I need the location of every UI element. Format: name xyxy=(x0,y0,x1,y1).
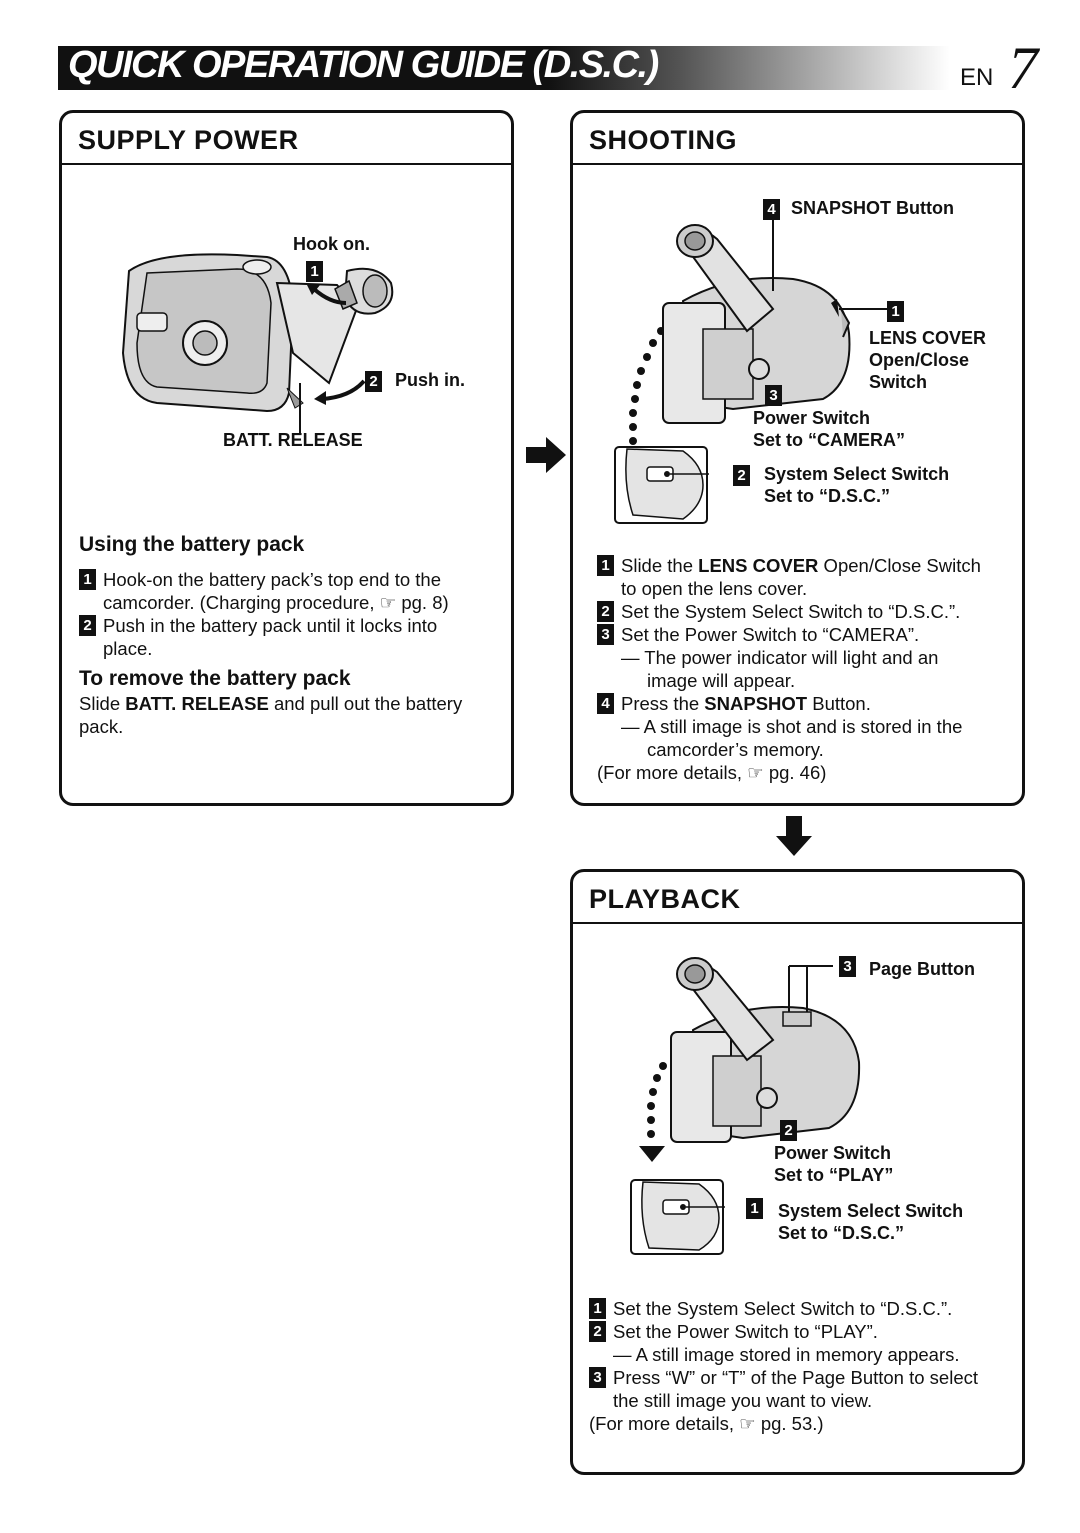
step-text-b: LENS COVER xyxy=(698,555,819,576)
step-text-a: Slide the xyxy=(621,555,699,576)
supply-steps: 1 Hook-on the battery pack’s top end to … xyxy=(79,568,499,668)
remove-battery-text: Slide BATT. RELEASE and pull out the bat… xyxy=(79,692,462,738)
step-number: 2 xyxy=(589,1321,606,1342)
step-number: 2 xyxy=(79,615,96,636)
system-switch-label: System Select Switch Set to “D.S.C.” xyxy=(764,463,949,507)
step-text-b: SNAPSHOT xyxy=(704,693,808,714)
power-switch-label: Power Switch Set to “PLAY” xyxy=(774,1142,893,1186)
callout-number-2: 2 xyxy=(780,1120,797,1141)
step-number: 2 xyxy=(597,601,614,622)
step-text-c: Button. xyxy=(807,693,871,714)
batt-release-leader-line xyxy=(299,383,301,435)
callout-number-2: 2 xyxy=(365,371,382,392)
power-switch-line1: Power Switch xyxy=(774,1143,892,1163)
right-arrow-icon xyxy=(526,437,566,473)
step-text: Set the Power Switch to “CAMERA”. xyxy=(621,624,920,645)
callout-number-3: 3 xyxy=(839,956,856,977)
step-text: Press the SNAPSHOT Button. xyxy=(621,692,871,715)
page-number: 7 xyxy=(1008,35,1038,101)
step-note-line2: camcorder’s memory. xyxy=(647,739,824,760)
step-note-line2: image will appear. xyxy=(647,670,796,691)
power-switch-line2: Set to “CAMERA” xyxy=(753,430,905,450)
section-title: SHOOTING xyxy=(589,125,738,155)
shooting-steps: 1 Slide the LENS COVER Open/Close Switch… xyxy=(597,554,1017,784)
system-switch-line2: Set to “D.S.C.” xyxy=(764,486,891,506)
callout-number-1: 1 xyxy=(746,1198,763,1219)
callout-number-1: 1 xyxy=(887,301,904,322)
lens-cover-label: LENS COVER Open/Close Switch xyxy=(869,327,986,393)
header-banner xyxy=(58,46,950,90)
system-switch-line1: System Select Switch xyxy=(778,1201,964,1221)
step-text: Set the System Select Switch to “D.S.C.”… xyxy=(613,1298,953,1319)
section-header: PLAYBACK xyxy=(573,872,1022,924)
using-battery-heading: Using the battery pack xyxy=(79,533,305,556)
system-switch-line2: Set to “D.S.C.” xyxy=(778,1223,905,1243)
lens-cover-arrow-icon xyxy=(831,299,887,317)
remove-text-a: Slide xyxy=(79,693,126,714)
playback-steps: 1 Set the System Select Switch to “D.S.C… xyxy=(589,1297,1017,1447)
step-number: 3 xyxy=(589,1367,606,1388)
section-title: SUPPLY POWER xyxy=(78,125,299,155)
camcorder-battery-illustration xyxy=(121,253,394,413)
lens-cover-line1: LENS COVER xyxy=(869,328,987,348)
remove-text-c: and pull out the battery xyxy=(268,693,463,714)
shooting-section: SHOOTING 4 1 3 2 SNAPSHOT Bu xyxy=(570,110,1025,806)
remove-text-line2: pack. xyxy=(79,716,124,737)
remove-battery-heading: To remove the battery pack xyxy=(79,667,351,690)
supply-power-section: SUPPLY POWER 1 2 Hook on. Push in. BATT.… xyxy=(59,110,514,806)
more-details-text: (For more details, ☞ pg. 46) xyxy=(597,762,827,783)
step-text: Set the Power Switch to “PLAY”. xyxy=(613,1321,878,1342)
step-number: 4 xyxy=(597,693,614,714)
step-text-c: Open/Close Switch xyxy=(818,555,981,576)
section-title: PLAYBACK xyxy=(589,884,741,914)
callout-number-1: 1 xyxy=(306,261,323,282)
step-text-line2: the still image you want to view. xyxy=(613,1390,873,1411)
hook-arrow-icon xyxy=(306,283,347,305)
step-text: Press “W” or “T” of the Page Button to s… xyxy=(613,1367,978,1388)
camcorder-playback-illustration xyxy=(639,957,861,1162)
step-note-line1: — A still image is shot and is stored in… xyxy=(621,716,963,737)
step-text-line2: to open the lens cover. xyxy=(621,578,808,599)
more-details-text: (For more details, ☞ pg. 53.) xyxy=(589,1413,824,1434)
step-text-line2: camcorder. (Charging procedure, ☞ pg. 8) xyxy=(103,592,449,613)
page-button-label: Page Button xyxy=(869,959,975,979)
step-text: Slide the LENS COVER Open/Close Switch xyxy=(621,554,981,577)
hook-on-label: Hook on. xyxy=(293,234,370,254)
power-switch-line2: Set to “PLAY” xyxy=(774,1165,894,1185)
system-switch-line1: System Select Switch xyxy=(764,464,950,484)
system-switch-inset xyxy=(614,446,709,524)
language-code: EN xyxy=(960,64,994,91)
section-header: SHOOTING xyxy=(573,113,1022,165)
step-text-line1: Hook-on the battery pack’s top end to th… xyxy=(103,569,442,590)
push-arrow-icon xyxy=(314,379,366,405)
page-title: QUICK OPERATION GUIDE (D.S.C.) xyxy=(68,44,659,86)
step-text-line2: place. xyxy=(103,638,153,659)
snapshot-button-label: SNAPSHOT Button xyxy=(791,198,954,218)
power-switch-label: Power Switch Set to “CAMERA” xyxy=(753,407,905,451)
step-text-a: Press the xyxy=(621,693,705,714)
playback-section: PLAYBACK 3 2 1 Page Button Power Switch … xyxy=(570,869,1025,1475)
callout-number-3: 3 xyxy=(765,385,782,406)
system-switch-label: System Select Switch Set to “D.S.C.” xyxy=(778,1200,963,1244)
step-number: 1 xyxy=(597,555,614,576)
section-header: SUPPLY POWER xyxy=(62,113,511,165)
batt-release-label: BATT. RELEASE xyxy=(223,430,363,450)
step-number: 3 xyxy=(597,624,614,645)
lens-cover-line2: Open/Close xyxy=(869,350,970,370)
lens-cover-line3: Switch xyxy=(869,372,928,392)
step-note-line1: — A still image stored in memory appears… xyxy=(613,1344,960,1365)
down-arrow-icon xyxy=(776,816,812,856)
step-number: 1 xyxy=(79,569,96,590)
step-text-line1: Push in the battery pack until it locks … xyxy=(103,615,438,636)
step-number: 1 xyxy=(589,1298,606,1319)
push-in-label: Push in. xyxy=(395,370,466,390)
remove-text-b: BATT. RELEASE xyxy=(125,693,269,714)
callout-number-2: 2 xyxy=(733,465,750,486)
callout-number-4: 4 xyxy=(763,199,780,220)
system-switch-inset xyxy=(630,1179,725,1255)
step-text: Set the System Select Switch to “D.S.C.”… xyxy=(621,601,961,622)
step-note-line1: — The power indicator will light and an xyxy=(621,647,939,668)
power-switch-line1: Power Switch xyxy=(753,408,871,428)
